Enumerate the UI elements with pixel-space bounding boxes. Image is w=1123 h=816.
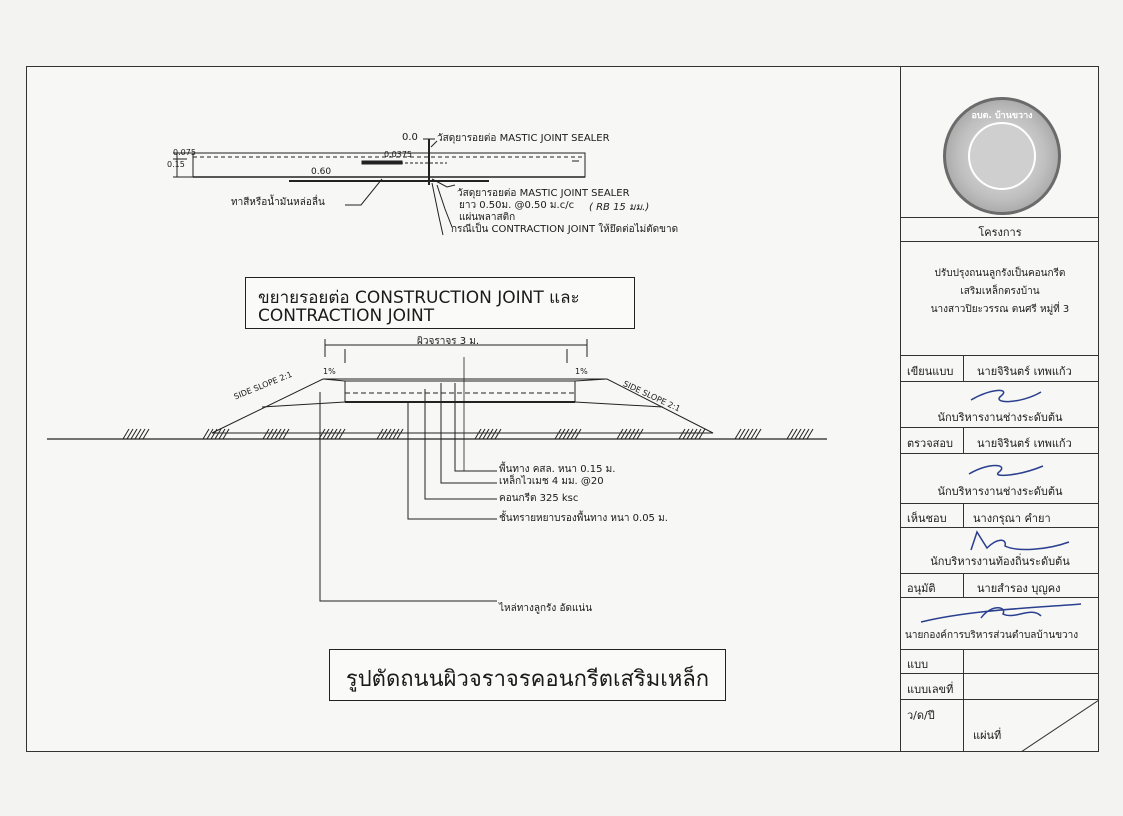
project-line3: นางสาวปิยะวรรณ ตนศรี หมู่ที่ 3 <box>930 304 1070 315</box>
checked-signature <box>968 464 1044 477</box>
number-row: แบบเลขที่ <box>901 673 1099 699</box>
designed-signature-row: นักบริหารงานช่างระดับต้น <box>901 381 1099 424</box>
callout-pavement: พื้นทาง คสล. หนา 0.15 ม. <box>499 464 616 475</box>
designed-name: นายจิรินตร์ เทพแก้ว <box>977 365 1072 378</box>
callout-sand-layer: ชั้นทรายหยาบรองพื้นทาง หนา 0.05 ม. <box>499 513 668 524</box>
sheet-label: แผ่นที่ <box>973 729 1002 742</box>
checked-position: นักบริหารงานช่างระดับต้น <box>937 485 1063 498</box>
detail-title-box: ขยายรอยต่อ CONSTRUCTION JOINT และ CONTRA… <box>245 277 635 329</box>
width-label: ผิวจราจร 3 ม. <box>417 336 480 347</box>
note-top-sealer: วัสดุยารอยต่อ MASTIC JOINT SEALER <box>437 133 610 144</box>
approved-signature-row: นายกองค์การบริหารส่วนตำบลบ้านขวาง <box>901 597 1099 645</box>
approved-signature <box>920 603 1082 623</box>
date-label: ว/ด/ปี <box>907 709 935 722</box>
dim-0-0: 0.0 <box>402 132 418 143</box>
dim-0-60: 0.60 <box>311 167 332 177</box>
concrete-slab <box>344 380 576 403</box>
road-cross-section <box>47 339 827 602</box>
organization-seal: อบต. บ้านขวาง <box>943 97 1061 215</box>
callout-wiremesh: เหล็กไวเมช 4 มม. @20 <box>499 476 604 487</box>
project-line1: ปรับปรุงถนนลูกรังเป็นคอนกรีต <box>934 268 1066 279</box>
designed-row: เขียนแบบ นายจิรินตร์ เทพแก้ว <box>901 355 1099 381</box>
detail-title-line2: CONTRACTION JOINT <box>258 306 435 326</box>
callout-concrete: คอนกรีต 325 ksc <box>499 493 579 504</box>
dim-0-0375: 0.0375 <box>384 150 412 159</box>
note-tar: ทาสีหรือน้ำมันหล่อลื่น <box>231 197 325 208</box>
main-title-box: รูปตัดถนนผิวจราจรคอนกรีตเสริมเหล็ก <box>329 649 726 701</box>
seal-text: อบต. บ้านขวาง <box>971 111 1033 121</box>
joint-detail <box>173 138 586 236</box>
note-contraction: กรณีเป็น CONTRACTION JOINT ให้ยึดต่อไม่ต… <box>451 224 679 235</box>
agreed-name: นางกรุณา คำยา <box>973 512 1051 525</box>
checked-row: ตรวจสอบ นายจิรินตร์ เทพแก้ว <box>901 427 1099 453</box>
approved-position: นายกองค์การบริหารส่วนตำบลบ้านขวาง <box>905 630 1079 641</box>
callout-shoulder: ไหล่ทางลูกรัง อัดแน่น <box>499 603 593 614</box>
project-name-row: ปรับปรุงถนนลูกรังเป็นคอนกรีต เสริมเหล็กต… <box>901 241 1099 349</box>
sheet-diagonal <box>1021 700 1099 752</box>
checked-label: ตรวจสอบ <box>907 437 953 450</box>
seal-emblem <box>968 122 1036 190</box>
dim-0-075: 0.075 <box>173 148 196 157</box>
title-block: อบต. บ้านขวาง โครงการ ปรับปรุงถนนลูกรังเ… <box>900 67 1099 752</box>
project-label: โครงการ <box>978 226 1022 239</box>
date-sheet-row: ว/ด/ปี แผ่นที่ <box>901 699 1099 752</box>
agreed-position: นักบริหารงานท้องถิ่นระดับต้น <box>930 555 1070 568</box>
dim-0-15: 0.15 <box>167 160 185 169</box>
designed-label: เขียนแบบ <box>907 365 954 378</box>
project-label-row: โครงการ <box>901 217 1099 241</box>
note-plastic: แผ่นพลาสติก <box>459 212 516 223</box>
agreed-label: เห็นชอบ <box>907 512 947 525</box>
approved-row: อนุมัติ นายสำรอง บุญคง <box>901 573 1099 597</box>
drawing-sheet: 0.0 0.075 0.15 0.0375 0.60 วัสดุยารอยต่อ… <box>26 66 1099 752</box>
agreed-row: เห็นชอบ นางกรุณา คำยา <box>901 503 1099 527</box>
agreed-signature-row: นักบริหารงานท้องถิ่นระดับต้น <box>901 527 1099 569</box>
checked-signature-row: นักบริหารงานช่างระดับต้น <box>901 453 1099 499</box>
note-dowel: ยาว 0.50ม. @0.50 ม.c/c <box>459 200 575 211</box>
crossfall-left: 1% <box>323 367 336 376</box>
note-bottom-sealer: วัสดุยารอยต่อ MASTIC JOINT SEALER <box>457 188 630 199</box>
ground-hatching <box>122 428 814 440</box>
detail-title-line1: ขยายรอยต่อ CONSTRUCTION JOINT และ <box>258 288 580 308</box>
project-line2: เสริมเหล็กตรงบ้าน <box>960 286 1040 297</box>
designed-signature <box>970 389 1042 403</box>
note-dowel-handwritten: ( RB 15 มม.) <box>589 202 650 213</box>
approved-name: นายสำรอง บุญคง <box>977 582 1061 595</box>
designed-position: นักบริหารงานช่างระดับต้น <box>937 411 1063 424</box>
type-row: แบบ <box>901 649 1099 673</box>
section-drawing <box>47 138 827 602</box>
approved-label: อนุมัติ <box>907 582 936 595</box>
checked-name: นายจิรินตร์ เทพแก้ว <box>977 437 1072 450</box>
main-title: รูปตัดถนนผิวจราจรคอนกรีตเสริมเหล็ก <box>345 667 710 692</box>
number-label: แบบเลขที่ <box>907 683 954 696</box>
agreed-signature <box>970 530 1070 551</box>
type-label: แบบ <box>907 658 929 671</box>
crossfall-right: 1% <box>575 367 588 376</box>
